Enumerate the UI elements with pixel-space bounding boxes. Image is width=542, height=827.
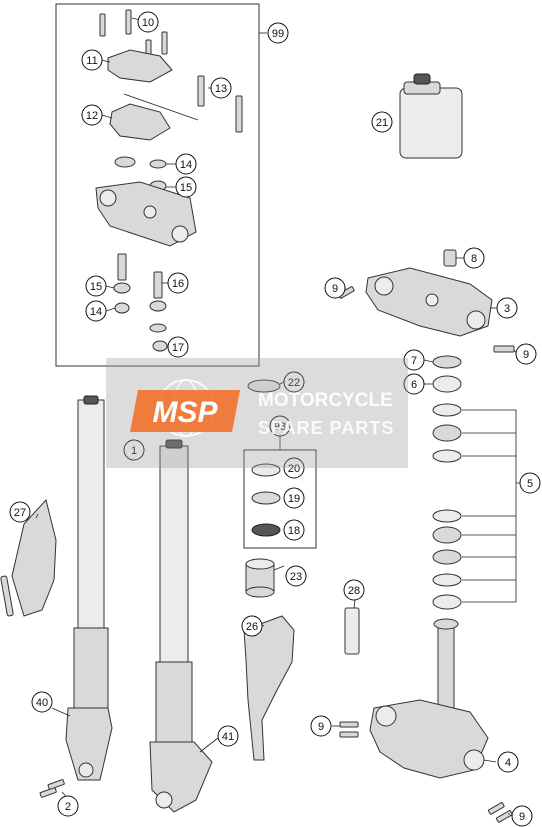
svg-text:22: 22 bbox=[288, 377, 300, 389]
svg-text:23: 23 bbox=[290, 571, 302, 583]
handlebar-clamp-lower bbox=[109, 103, 171, 141]
svg-text:15: 15 bbox=[90, 281, 102, 293]
callout-9-upper: 9 bbox=[324, 277, 346, 299]
fork-leg-left bbox=[65, 395, 113, 781]
callout-3: 3 bbox=[496, 297, 518, 319]
svg-text:10: 10 bbox=[142, 17, 154, 29]
callout-6: 6 bbox=[403, 373, 425, 395]
svg-text:1: 1 bbox=[131, 445, 137, 457]
long-bolt-13a bbox=[197, 75, 205, 107]
svg-text:98: 98 bbox=[274, 421, 286, 433]
callout-8: 8 bbox=[463, 247, 485, 269]
callout-9-lower: 9 bbox=[310, 715, 332, 737]
guide-bushing-23 bbox=[245, 558, 275, 598]
watermark-logo: MSP bbox=[152, 396, 218, 429]
callout-7: 7 bbox=[403, 349, 425, 371]
callout-9-right: 9 bbox=[515, 343, 537, 365]
oil-seal-22 bbox=[247, 379, 281, 393]
svg-text:11: 11 bbox=[86, 55, 97, 67]
callout-17: 17 bbox=[167, 336, 189, 358]
svg-text:2: 2 bbox=[65, 801, 71, 813]
callout-15-bottom: 15 bbox=[85, 275, 107, 297]
callout-5: 5 bbox=[519, 472, 541, 494]
callout-2: 2 bbox=[57, 795, 79, 817]
svg-text:9: 9 bbox=[318, 721, 324, 733]
callout-19: 19 bbox=[283, 487, 305, 509]
svg-text:16: 16 bbox=[172, 278, 184, 290]
watermark: MSP MOTORCYCLE SPARE PARTS bbox=[106, 358, 408, 468]
callout-22: 22 bbox=[283, 371, 305, 393]
callout-14-top: 14 bbox=[175, 153, 197, 175]
callout-26: 26 bbox=[241, 615, 263, 637]
fork-oil-can bbox=[399, 73, 463, 159]
svg-text:3: 3 bbox=[504, 303, 510, 315]
callout-13: 13 bbox=[210, 77, 232, 99]
callout-10: 10 bbox=[137, 11, 159, 33]
svg-text:12: 12 bbox=[86, 110, 98, 122]
svg-text:14: 14 bbox=[90, 306, 102, 318]
rubber-strip-28 bbox=[344, 607, 360, 655]
callout-41: 41 bbox=[217, 725, 239, 747]
watermark-line1: MOTORCYCLE bbox=[258, 390, 393, 411]
watermark-line2: SPARE PARTS bbox=[258, 418, 394, 438]
svg-text:26: 26 bbox=[246, 621, 258, 633]
svg-text:17: 17 bbox=[172, 342, 184, 354]
callout-20: 20 bbox=[283, 457, 305, 479]
callout-11: 11 bbox=[81, 49, 103, 71]
svg-text:9: 9 bbox=[523, 349, 529, 361]
svg-text:40: 40 bbox=[36, 697, 48, 709]
fork-guard-right bbox=[243, 615, 295, 761]
svg-text:8: 8 bbox=[471, 253, 477, 265]
lower-triple-clamp bbox=[369, 618, 489, 779]
svg-text:19: 19 bbox=[288, 493, 300, 505]
svg-text:7: 7 bbox=[411, 355, 417, 367]
long-bolt-13b bbox=[235, 95, 243, 133]
svg-text:4: 4 bbox=[505, 757, 511, 769]
callout-27: 27 bbox=[9, 501, 31, 523]
svg-text:99: 99 bbox=[272, 28, 284, 40]
callout-4: 4 bbox=[497, 751, 519, 773]
callout-40: 40 bbox=[31, 691, 53, 713]
callout-98: 98 bbox=[269, 415, 291, 437]
callout-99: 99 bbox=[267, 22, 289, 44]
svg-text:28: 28 bbox=[348, 585, 360, 597]
bolt-8 bbox=[443, 249, 457, 267]
svg-text:14: 14 bbox=[180, 159, 192, 171]
callout-12: 12 bbox=[81, 104, 103, 126]
callout-1: 1 bbox=[123, 439, 145, 461]
svg-text:13: 13 bbox=[215, 83, 227, 95]
kit-99-frame bbox=[55, 3, 260, 367]
svg-text:21: 21 bbox=[376, 117, 388, 129]
callout-14-bottom: 14 bbox=[85, 300, 107, 322]
callout-23: 23 bbox=[285, 565, 307, 587]
svg-text:20: 20 bbox=[288, 463, 300, 475]
svg-text:5: 5 bbox=[527, 478, 533, 490]
handlebar-clamp-upper bbox=[107, 49, 173, 83]
callout-28: 28 bbox=[343, 579, 365, 601]
svg-text:18: 18 bbox=[288, 525, 300, 537]
svg-text:41: 41 bbox=[222, 731, 234, 743]
fork-leg-right bbox=[149, 439, 213, 813]
callout-21: 21 bbox=[371, 111, 393, 133]
svg-text:9: 9 bbox=[332, 283, 338, 295]
svg-text:9: 9 bbox=[519, 811, 525, 823]
svg-text:15: 15 bbox=[180, 182, 192, 194]
callout-18: 18 bbox=[283, 519, 305, 541]
fork-guard-left bbox=[11, 498, 57, 617]
callout-16: 16 bbox=[167, 272, 189, 294]
callout-15-top: 15 bbox=[175, 176, 197, 198]
svg-text:27: 27 bbox=[14, 507, 26, 519]
callout-9-bottom: 9 bbox=[511, 805, 533, 827]
svg-text:6: 6 bbox=[411, 379, 417, 391]
